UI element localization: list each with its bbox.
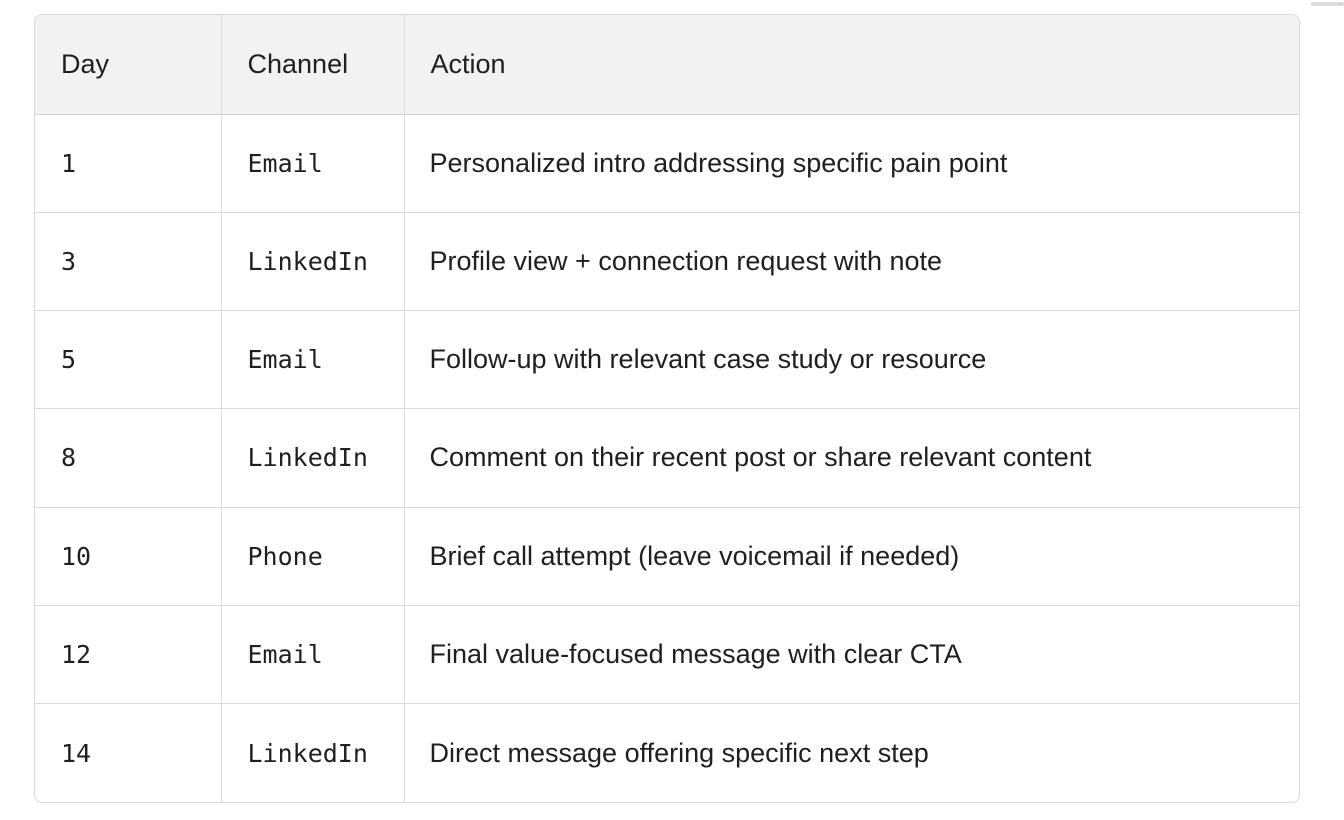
cell-day: 3	[35, 212, 222, 312]
cell-day: 1	[35, 114, 222, 213]
cadence-table-container: Day Channel Action 1 Email Personalized …	[34, 14, 1300, 803]
cell-day: 5	[35, 310, 222, 410]
table-row: 5 Email Follow-up with relevant case stu…	[35, 310, 1299, 410]
table-row: 14 LinkedIn Direct message offering spec…	[35, 703, 1299, 802]
cell-action: Final value-focused message with clear C…	[404, 605, 1299, 705]
cell-action: Brief call attempt (leave voicemail if n…	[404, 507, 1299, 606]
cell-day: 8	[35, 408, 222, 508]
clipped-element-fragment	[1311, 2, 1344, 6]
cell-channel: Email	[221, 310, 405, 410]
cell-channel: LinkedIn	[221, 408, 405, 508]
cell-action: Comment on their recent post or share re…	[404, 408, 1299, 508]
table-header: Day Channel Action	[35, 15, 1299, 115]
cell-channel: Phone	[221, 507, 405, 606]
cell-action: Direct message offering specific next st…	[429, 737, 929, 768]
cell-action: Follow-up with relevant case study or re…	[404, 310, 1299, 410]
cadence-table: Day Channel Action 1 Email Personalized …	[35, 15, 1299, 802]
table-row: 8 LinkedIn Comment on their recent post …	[35, 408, 1299, 508]
table-row: 1 Email Personalized intro addressing sp…	[35, 114, 1299, 213]
table-body: 1 Email Personalized intro addressing sp…	[35, 114, 1299, 802]
cell-action: Personalized intro addressing specific p…	[404, 114, 1299, 213]
cell-action: Profile view + connection request with n…	[404, 212, 1299, 312]
cell-day: 12	[35, 605, 222, 705]
cell-channel: LinkedIn	[221, 212, 405, 312]
column-header-channel[interactable]: Channel	[221, 15, 405, 115]
table-row: 12 Email Final value-focused message wit…	[35, 605, 1299, 705]
table-row: 3 LinkedIn Profile view + connection req…	[35, 212, 1299, 312]
cell-channel: Email	[221, 605, 405, 705]
column-header-day[interactable]: Day	[35, 15, 222, 115]
cell-channel: LinkedIn	[221, 703, 405, 802]
table-header-row: Day Channel Action	[35, 15, 1299, 115]
cell-day: 10	[35, 507, 222, 606]
cell-day: 14	[35, 703, 222, 802]
table-row: 10 Phone Brief call attempt (leave voice…	[35, 507, 1299, 606]
cell-channel: Email	[221, 114, 405, 213]
column-header-action[interactable]: Action	[404, 15, 1299, 115]
